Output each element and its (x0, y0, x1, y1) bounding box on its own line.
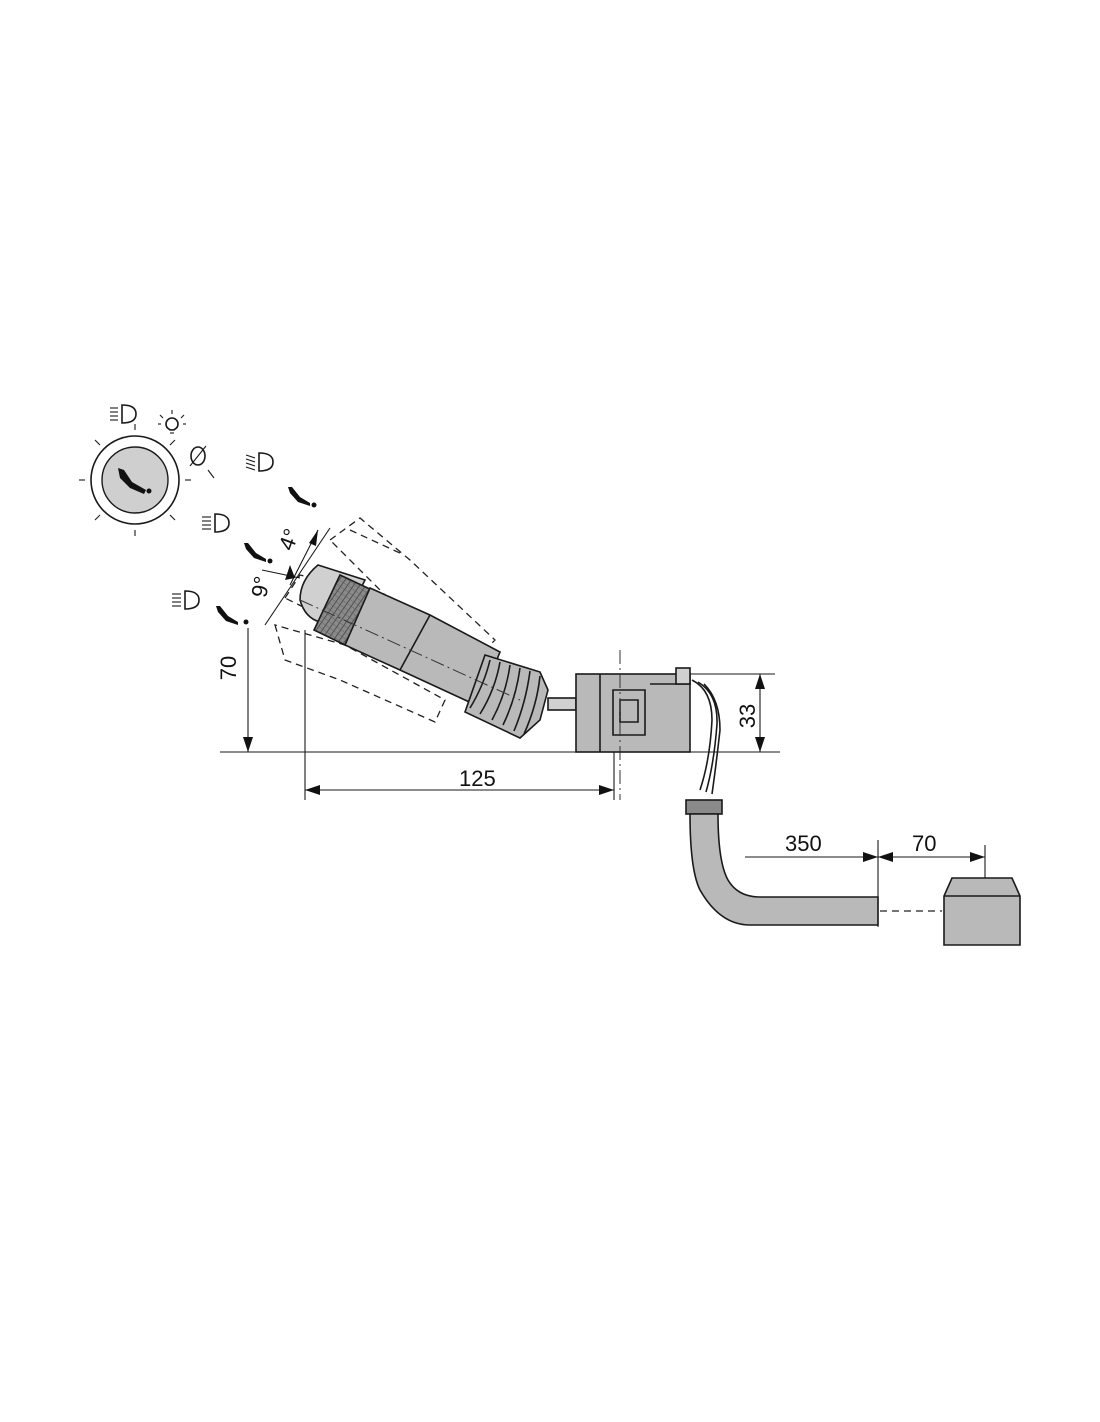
flasher-icon (172, 590, 200, 610)
dim-label-angle-9: 9° (246, 574, 274, 599)
dim-label-70-height: 70 (216, 656, 241, 680)
lever-bellows (464, 654, 549, 739)
high-beam-icon-2 (202, 513, 230, 533)
dim-label-125: 125 (459, 766, 496, 791)
switch-lever (299, 564, 577, 739)
dial-horn-icon (118, 468, 152, 494)
parking-light-icon (158, 410, 186, 434)
high-beam-icon (110, 404, 137, 424)
dim-label-angle-4: 4° (274, 525, 305, 553)
horn-icon-2 (244, 543, 273, 564)
dim-label-33: 33 (735, 704, 760, 728)
dimension-lines (220, 527, 986, 927)
horn-icon (288, 487, 317, 508)
connector-block (880, 877, 1021, 946)
switch-housing (575, 650, 691, 800)
dim-label-70-connector: 70 (912, 831, 936, 856)
dipped-beam-icon (245, 452, 274, 472)
off-position-icon (189, 445, 215, 479)
horn-icon-3 (216, 606, 249, 625)
dim-label-350: 350 (785, 831, 822, 856)
function-dial (79, 424, 191, 536)
cable-bundle (685, 679, 879, 926)
